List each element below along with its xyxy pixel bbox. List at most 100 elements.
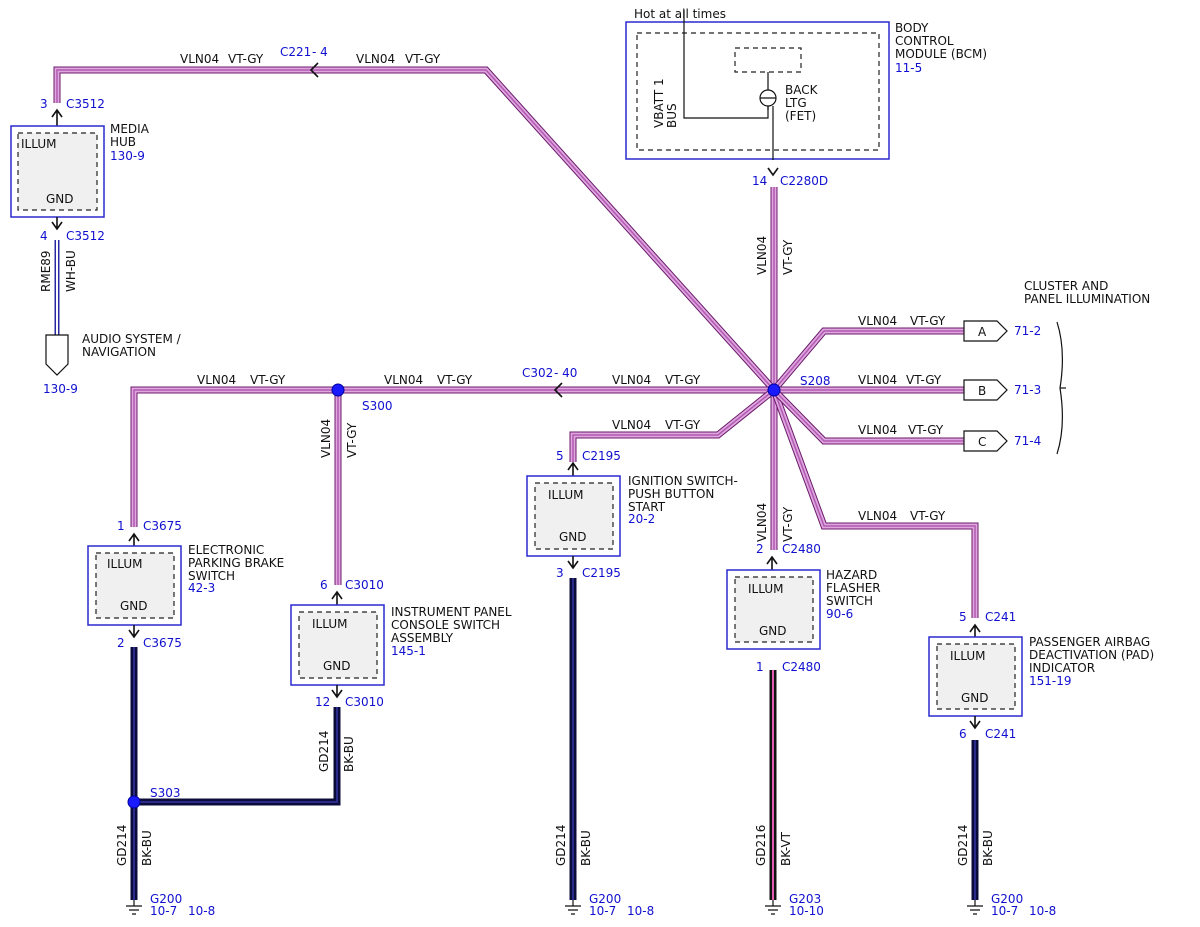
ground-g200-ign: G200 10-7 10-8 <box>565 892 654 918</box>
svg-text:PARKING BRAKE: PARKING BRAKE <box>188 556 284 570</box>
epb-switch-module: 1 C3675 ILLUM GND 2 C3675 ELECTRONIC PAR… <box>87 519 284 650</box>
bcm-outer-box <box>625 21 890 160</box>
svg-text:VLN04: VLN04 <box>197 373 236 387</box>
svg-text:145-1: 145-1 <box>391 644 426 658</box>
svg-text:ELECTRONIC: ELECTRONIC <box>188 543 264 557</box>
svg-text:C3512: C3512 <box>66 229 105 243</box>
svg-text:G203: G203 <box>789 892 821 906</box>
splice-s303 <box>127 795 141 809</box>
svg-text:B: B <box>978 384 986 398</box>
splice-s300 <box>331 383 345 397</box>
svg-text:VLN04: VLN04 <box>384 373 423 387</box>
svg-text:VT-GY: VT-GY <box>437 373 473 387</box>
svg-text:130-9: 130-9 <box>110 149 145 163</box>
svg-text:VLN04: VLN04 <box>755 503 769 542</box>
svg-text:VLN04: VLN04 <box>858 314 897 328</box>
pad-indicator-module: 5 C241 ILLUM GND 6 C241 PASSENGER AIRBAG… <box>928 610 1154 741</box>
svg-text:VT-GY: VT-GY <box>781 239 795 275</box>
ipc-switch-module: 6 C3010 ILLUM GND 12 C3010 INSTRUMENT PA… <box>290 578 512 709</box>
svg-text:C221: C221 <box>280 45 311 59</box>
svg-text:12: 12 <box>315 695 330 709</box>
bcm-connector: C2280D <box>780 174 828 188</box>
svg-text:C: C <box>978 435 986 449</box>
svg-text:2: 2 <box>117 636 125 650</box>
svg-text:GND: GND <box>759 624 787 638</box>
ground-g200-pad: G200 10-7 10-8 <box>967 892 1056 918</box>
svg-text:BK-BU: BK-BU <box>140 830 154 866</box>
svg-text:DEACTIVATION (PAD): DEACTIVATION (PAD) <box>1029 648 1154 662</box>
svg-text:HAZARD: HAZARD <box>826 568 877 582</box>
svg-text:71-3: 71-3 <box>1014 383 1041 397</box>
svg-text:VLN04: VLN04 <box>858 373 897 387</box>
svg-text:VLN04: VLN04 <box>858 423 897 437</box>
svg-text:PASSENGER AIRBAG: PASSENGER AIRBAG <box>1029 635 1150 649</box>
svg-text:20-2: 20-2 <box>628 512 655 526</box>
svg-text:10-8: 10-8 <box>188 904 215 918</box>
svg-text:C3675: C3675 <box>143 519 182 533</box>
svg-text:GND: GND <box>46 192 74 206</box>
svg-text:CLUSTER AND: CLUSTER AND <box>1024 279 1108 293</box>
svg-text:10-10: 10-10 <box>789 904 824 918</box>
hot-at-all-times-label: Hot at all times <box>634 7 726 21</box>
svg-text:C2480: C2480 <box>782 542 821 556</box>
svg-text:10-8: 10-8 <box>627 904 654 918</box>
svg-text:ILLUM: ILLUM <box>548 488 583 502</box>
ground-icon <box>765 900 781 915</box>
bcm-ref: 11-5 <box>895 61 922 75</box>
svg-text:71-2: 71-2 <box>1014 324 1041 338</box>
svg-text:INDICATOR: INDICATOR <box>1029 661 1095 675</box>
cluster-illumination: CLUSTER AND PANEL ILLUMINATION A 71-2 B … <box>963 279 1150 455</box>
ground-icon <box>565 900 581 915</box>
svg-text:130-9: 130-9 <box>43 382 78 396</box>
svg-text:ILLUM: ILLUM <box>748 582 783 596</box>
svg-text:C302: C302 <box>522 366 553 380</box>
svg-text:ILLUM: ILLUM <box>312 617 347 631</box>
svg-text:C2195: C2195 <box>582 449 621 463</box>
svg-text:VLN04: VLN04 <box>319 419 333 458</box>
bcm-pin: 14 <box>752 174 767 188</box>
svg-text:3: 3 <box>556 566 564 580</box>
svg-text:3: 3 <box>40 97 48 111</box>
svg-text:10-7: 10-7 <box>991 904 1018 918</box>
ground-icon <box>967 900 983 915</box>
svg-text:1: 1 <box>117 519 125 533</box>
svg-text:10-8: 10-8 <box>1029 904 1056 918</box>
svg-text:C3675: C3675 <box>143 636 182 650</box>
svg-text:ILLUM: ILLUM <box>21 137 56 151</box>
svg-text:VLN04: VLN04 <box>755 236 769 275</box>
svg-text:C241: C241 <box>985 727 1016 741</box>
bcm-back-ltg-line2: LTG <box>785 96 807 110</box>
svg-text:GD214: GD214 <box>317 731 331 772</box>
svg-text:G200: G200 <box>150 892 182 906</box>
audio-connector-icon <box>45 334 69 376</box>
svg-text:10-7: 10-7 <box>150 904 177 918</box>
bcm-vbatt-line2: BUS <box>665 103 679 128</box>
media-hub-module: 3 C3512 ILLUM GND 4 C3512 MEDIA HUB 130-… <box>10 97 150 243</box>
svg-text:A: A <box>978 325 987 339</box>
bcm-module: Hot at all times BODY CONTROL MODULE (BC… <box>625 7 987 188</box>
connector-b-icon <box>963 379 1008 401</box>
svg-text:MEDIA: MEDIA <box>110 122 150 136</box>
svg-text:151-19: 151-19 <box>1029 674 1072 688</box>
svg-text:GND: GND <box>323 659 351 673</box>
ground-g200-epb: G200 10-7 10-8 <box>126 892 215 918</box>
ground-g203-hazard: G203 10-10 <box>765 892 824 918</box>
audio-navigation-connector: AUDIO SYSTEM / NAVIGATION 130-9 <box>43 332 182 396</box>
svg-text:GD214: GD214 <box>956 825 970 866</box>
c302-connector: C302 - 40 <box>522 366 577 398</box>
svg-text:BK-BU: BK-BU <box>981 830 995 866</box>
svg-text:C241: C241 <box>985 610 1016 624</box>
svg-text:VT-GY: VT-GY <box>405 52 441 66</box>
svg-text:5: 5 <box>556 449 564 463</box>
svg-text:SWITCH: SWITCH <box>188 569 235 583</box>
svg-text:G200: G200 <box>991 892 1023 906</box>
splice-s208-label: S208 <box>800 374 831 388</box>
splice-s300-label: S300 <box>362 399 393 413</box>
svg-text:GND: GND <box>559 530 587 544</box>
svg-text:GND: GND <box>961 691 989 705</box>
svg-text:RME89: RME89 <box>39 250 53 292</box>
svg-text:VT-GY: VT-GY <box>781 506 795 542</box>
svg-text:VLN04: VLN04 <box>612 418 651 432</box>
bcm-name-line3: MODULE (BCM) <box>895 47 987 61</box>
svg-text:- 4: - 4 <box>312 45 328 59</box>
